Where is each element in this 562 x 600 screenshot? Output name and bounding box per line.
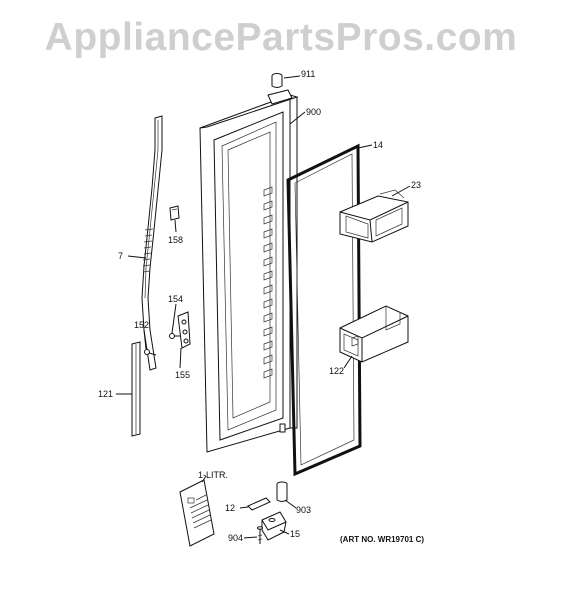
part-15-hinge <box>261 511 290 541</box>
part-155-hinge-bracket <box>177 311 191 369</box>
callout-154: 154 <box>168 294 183 304</box>
callout-900: 900 <box>306 107 321 117</box>
part-154-screw <box>169 303 180 339</box>
callout-904: 904 <box>228 533 243 543</box>
part-14-gasket <box>286 143 373 477</box>
part-23-upper-bin <box>339 185 411 243</box>
part-900-door <box>199 89 306 453</box>
callout-152: 152 <box>134 320 149 330</box>
part-12-bracket <box>239 497 271 511</box>
part-904-screw <box>243 526 263 544</box>
art-number: (ART NO. WR19701 C) <box>340 535 424 544</box>
callout-903: 903 <box>296 505 311 515</box>
callout-155: 155 <box>175 370 190 380</box>
part-122-lower-bin <box>339 305 409 369</box>
callout-23: 23 <box>411 180 421 190</box>
callout-911: 911 <box>301 69 315 79</box>
callout-122: 122 <box>329 366 344 376</box>
part-7-trim-strip <box>127 115 163 371</box>
part-158-clip <box>169 205 180 233</box>
callout-121: 121 <box>98 389 113 399</box>
callout-12: 12 <box>225 503 235 513</box>
callout-7: 7 <box>118 251 123 261</box>
callout-1-litr: 1-LITR. <box>198 470 228 480</box>
callout-15: 15 <box>290 529 300 539</box>
part-903-cylinder <box>276 481 297 509</box>
callout-158: 158 <box>168 235 183 245</box>
callout-14: 14 <box>373 140 383 150</box>
part-152-screw <box>143 329 157 356</box>
part-121-trim-strip <box>116 341 141 437</box>
part-911-cap <box>271 73 301 88</box>
watermark-text: AppliancePartsPros.com <box>45 16 518 59</box>
part-1-litr-literature <box>179 475 215 547</box>
